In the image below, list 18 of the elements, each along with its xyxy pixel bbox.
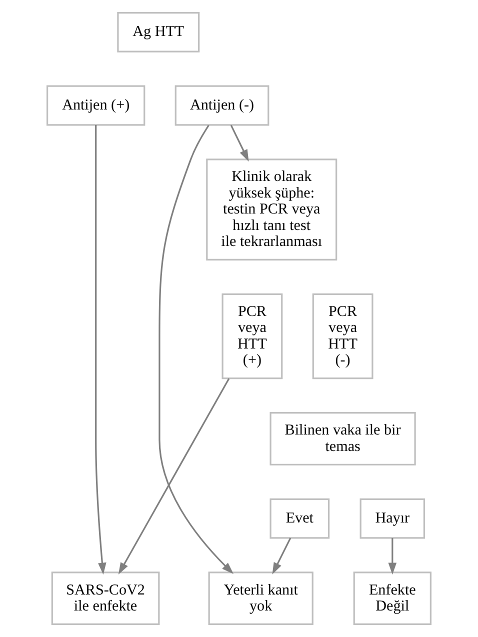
node-box: Antijen (+) bbox=[46, 85, 146, 126]
arrow bbox=[230, 124, 249, 162]
arrow bbox=[158, 124, 234, 574]
node-box: Hayır bbox=[360, 498, 426, 539]
node-box: Evet bbox=[270, 498, 330, 539]
node-box: PCR veya HTT (-) bbox=[312, 293, 374, 380]
node-box: Yeterli kanıt yok bbox=[208, 572, 314, 626]
node-box: SARS-CoV2 ile enfekte bbox=[51, 572, 160, 626]
node-box: Enfekte Değil bbox=[353, 572, 432, 626]
node-box: Ag HTT bbox=[117, 12, 200, 52]
node-box: PCR veya HTT (+) bbox=[222, 293, 283, 380]
node-box: Bilinen vaka ile bir temas bbox=[270, 412, 416, 466]
arrow bbox=[95, 124, 106, 575]
node-box: Klinik olarak yüksek şüphe: testin PCR veya hızlı tanı test ile tekrarlanması bbox=[206, 158, 338, 261]
node-box: Antijen (-) bbox=[174, 85, 270, 126]
arrow bbox=[118, 378, 230, 574]
arrow bbox=[272, 538, 292, 574]
arrow bbox=[388, 538, 397, 575]
